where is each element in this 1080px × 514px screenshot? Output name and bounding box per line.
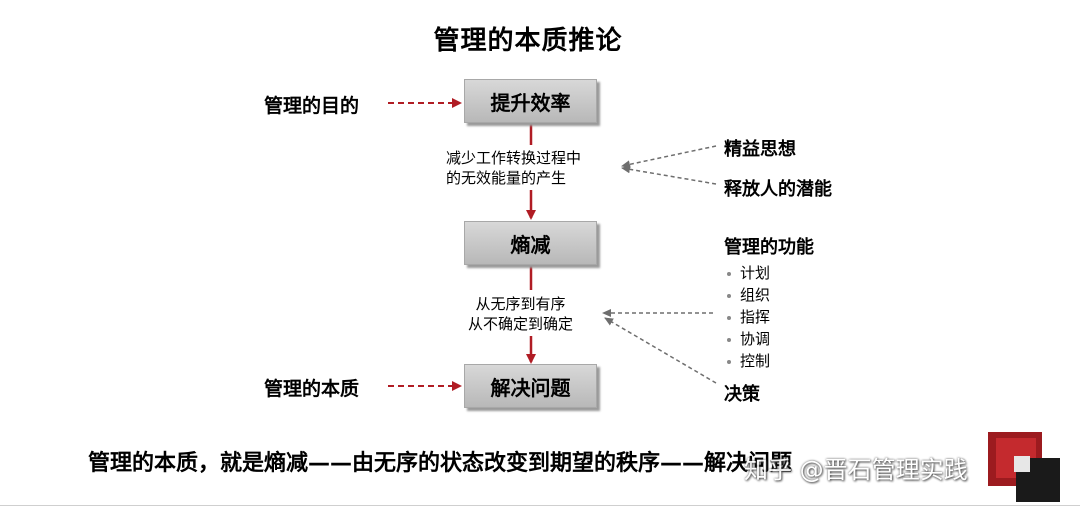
box-improve-efficiency: 提升效率 [464,79,597,123]
note-order-line2: 从不确定到确定 [468,315,574,333]
conclusion-text: 管理的本质，就是熵减——由无序的状态改变到期望的秩序——解决问题 [88,451,793,476]
function-item: 控制 [724,350,770,372]
note-reduce-waste-line2: 的无效能量的产生 [446,169,567,187]
function-item: 计划 [724,262,770,284]
label-release-potential: 释放人的潜能 [724,179,832,200]
functions-list: 计划 组织 指挥 协调 控制 [724,262,770,372]
function-item: 协调 [724,328,770,350]
label-management-functions: 管理的功能 [724,237,814,258]
logo-icon [988,432,1060,502]
decision-dashed-arrow [604,317,717,384]
box-entropy-reduction: 熵减 [464,221,597,265]
diagram-title: 管理的本质推论 [433,26,623,56]
function-item: 指挥 [724,306,770,328]
watermark-text: 知乎 @晋石管理实践 [744,456,968,484]
label-lean-thinking: 精益思想 [724,139,796,160]
box-solve-problems: 解决问题 [464,364,597,408]
label-management-essence: 管理的本质 [264,378,360,400]
label-management-purpose: 管理的目的 [264,95,360,117]
lean-dashed-arrow [621,145,717,169]
bottom-divider [0,505,1080,506]
note-order: 从无序到有序 从不确定到确定 [468,294,573,334]
release-dashed-arrow [621,165,717,185]
label-decision: 决策 [724,384,760,405]
function-item: 组织 [724,284,770,306]
note-order-line1: 从无序到有序 [475,295,566,313]
note-reduce-waste: 减少工作转换过程中 的无效能量的产生 [446,148,581,188]
note-reduce-waste-line1: 减少工作转换过程中 [446,149,582,167]
